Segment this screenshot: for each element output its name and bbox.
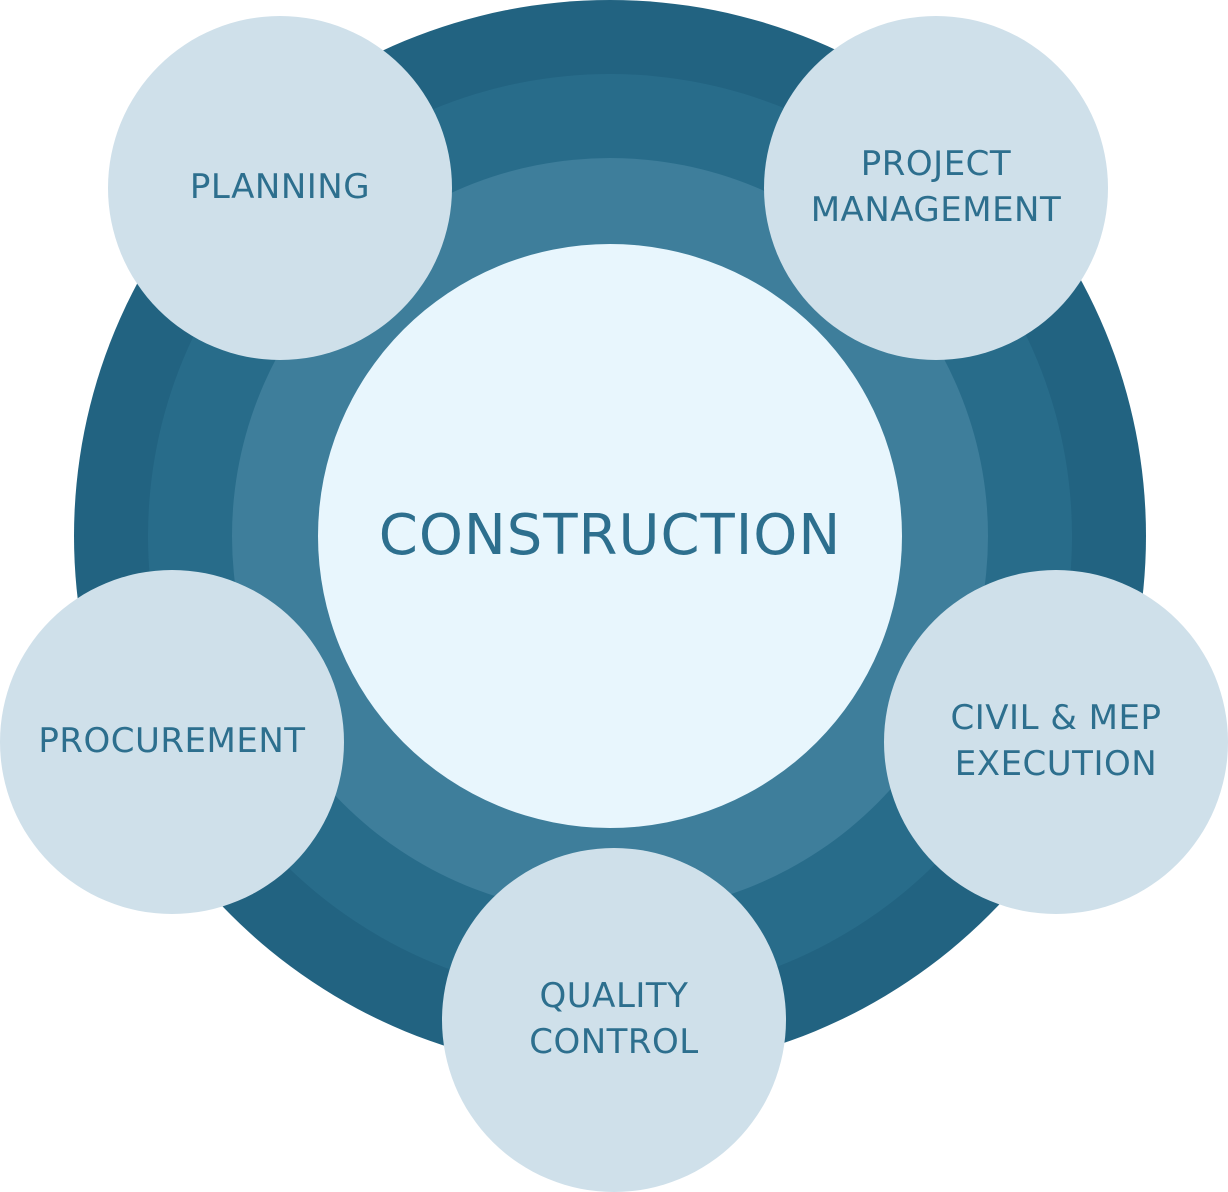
node-planning: PLANNING	[108, 16, 452, 360]
node-civil-mep-execution: CIVIL & MEP EXECUTION	[884, 570, 1228, 914]
node-label-quality-control: QUALITY CONTROL	[529, 976, 699, 1062]
node-label-planning: PLANNING	[189, 167, 371, 208]
node-procurement: PROCUREMENT	[0, 570, 344, 914]
node-label-project-management: PROJECT MANAGEMENT	[810, 144, 1062, 230]
node-quality-control: QUALITY CONTROL	[442, 848, 786, 1192]
node-label-civil-mep-execution: CIVIL & MEP EXECUTION	[950, 698, 1162, 784]
center-circle: CONSTRUCTION	[318, 244, 902, 828]
node-project-management: PROJECT MANAGEMENT	[764, 16, 1108, 360]
node-label-procurement: PROCUREMENT	[38, 721, 306, 762]
center-label: CONSTRUCTION	[378, 503, 842, 568]
